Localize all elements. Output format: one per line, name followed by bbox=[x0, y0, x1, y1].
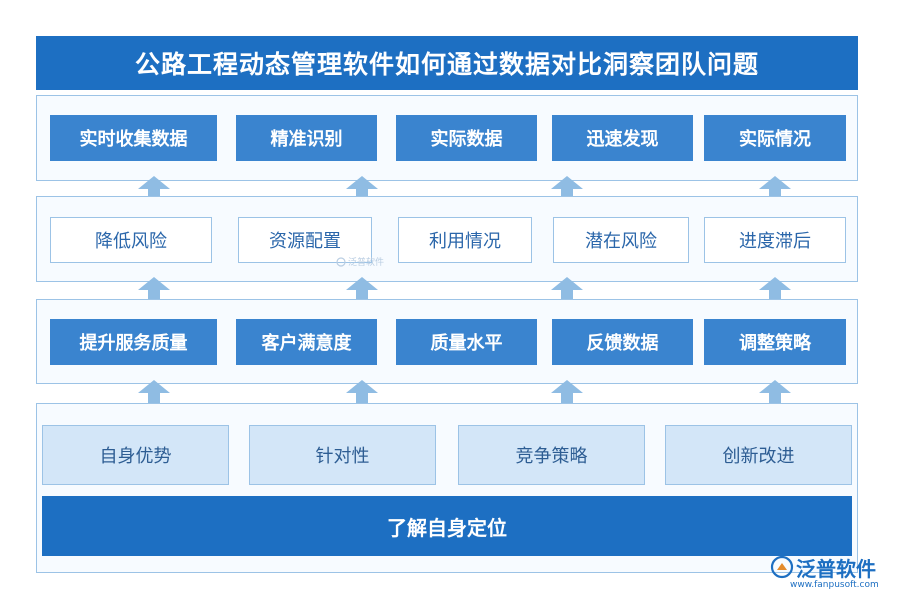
up-arrow-icon bbox=[551, 380, 583, 406]
up-arrow-icon bbox=[759, 380, 791, 406]
base-foundation-box: 了解自身定位 bbox=[42, 496, 852, 556]
tier-2-box-4: 潜在风险 bbox=[553, 217, 689, 263]
tier-4-box-2: 针对性 bbox=[249, 425, 436, 485]
up-arrow-icon bbox=[551, 277, 583, 303]
up-arrow-icon bbox=[138, 176, 170, 202]
up-arrow-icon bbox=[551, 176, 583, 202]
up-arrow-icon bbox=[138, 277, 170, 303]
up-arrow-icon bbox=[759, 176, 791, 202]
brand-logo-icon bbox=[770, 555, 794, 579]
diagram-title: 公路工程动态管理软件如何通过数据对比洞察团队问题 bbox=[36, 36, 858, 90]
tier-2-box-5: 进度滞后 bbox=[704, 217, 846, 263]
up-arrow-icon bbox=[346, 277, 378, 303]
tier-1-box-5: 实际情况 bbox=[704, 115, 846, 161]
tier-3-box-4: 反馈数据 bbox=[552, 319, 693, 365]
tier-4-box-4: 创新改进 bbox=[665, 425, 852, 485]
tier-4-box-1: 自身优势 bbox=[42, 425, 229, 485]
tier-3-box-5: 调整策略 bbox=[704, 319, 846, 365]
tier-3-box-3: 质量水平 bbox=[396, 319, 537, 365]
up-arrow-icon bbox=[346, 380, 378, 406]
brand-url: www.fanpusoft.com bbox=[790, 580, 879, 590]
up-arrow-icon bbox=[346, 176, 378, 202]
up-arrow-icon bbox=[759, 277, 791, 303]
brand-watermark: 泛普软件 www.fanpusoft.com bbox=[770, 553, 892, 597]
tier-1-box-2: 精准识别 bbox=[236, 115, 377, 161]
up-arrow-icon bbox=[138, 380, 170, 406]
tier-1-box-1: 实时收集数据 bbox=[50, 115, 217, 161]
tier-1-box-3: 实际数据 bbox=[396, 115, 537, 161]
tier-2-box-2: 资源配置 bbox=[238, 217, 372, 263]
tier-4-box-3: 竞争策略 bbox=[458, 425, 645, 485]
brand-name: 泛普软件 bbox=[796, 557, 876, 581]
tier-2-box-3: 利用情况 bbox=[398, 217, 532, 263]
tier-1-box-4: 迅速发现 bbox=[552, 115, 693, 161]
tier-3-box-2: 客户满意度 bbox=[236, 319, 377, 365]
logo-icon bbox=[336, 256, 346, 267]
tier-3-box-1: 提升服务质量 bbox=[50, 319, 217, 365]
watermark: 泛普软件 bbox=[336, 255, 384, 268]
tier-2-box-1: 降低风险 bbox=[50, 217, 212, 263]
